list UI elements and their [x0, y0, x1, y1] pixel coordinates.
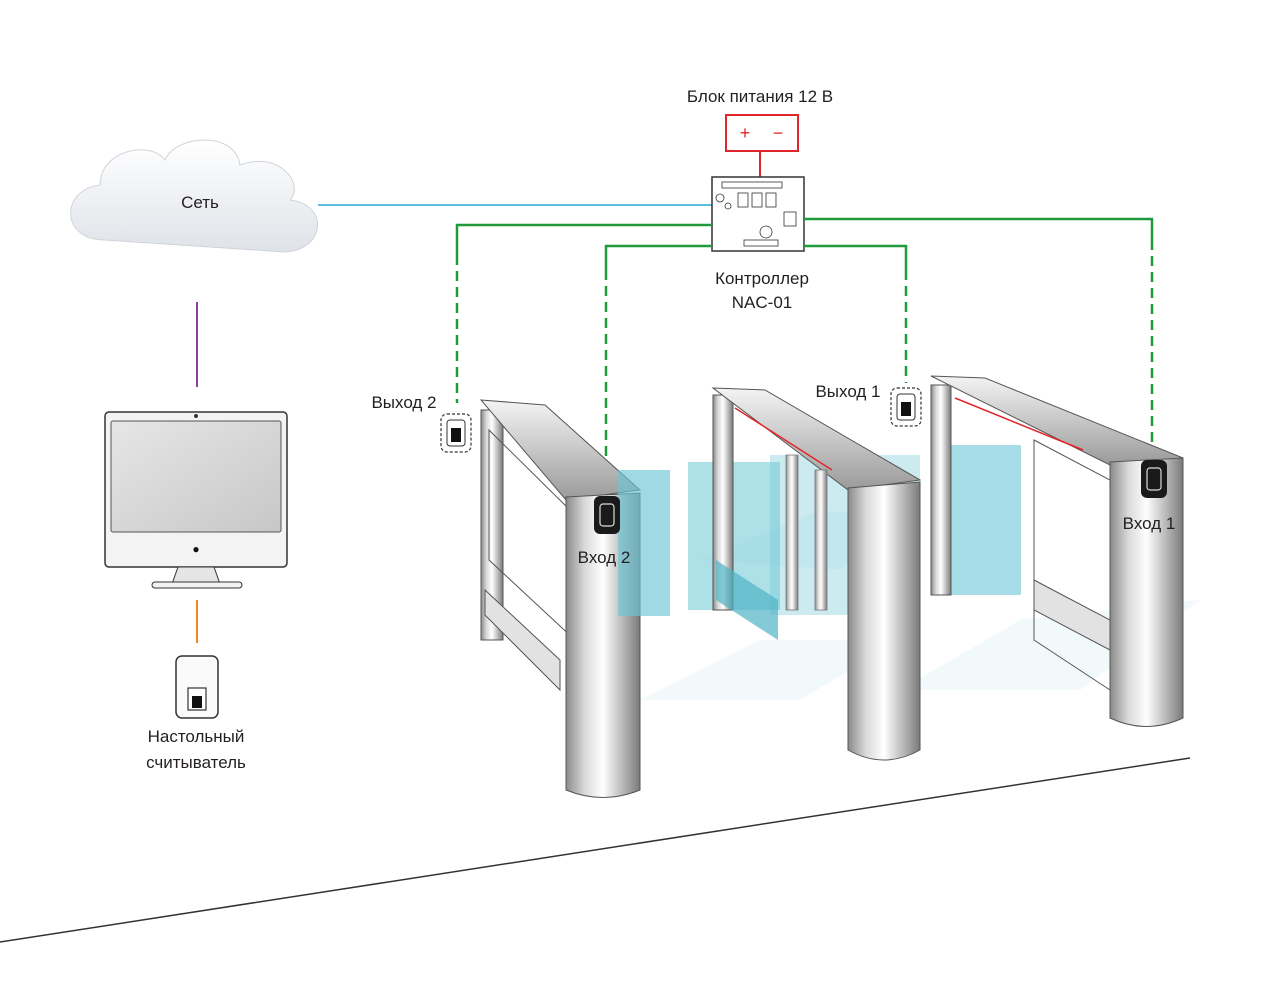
plus-icon: +	[740, 123, 751, 143]
network-cloud: Сеть	[70, 139, 318, 253]
minus-icon: −	[773, 123, 784, 143]
entry2-label: Вход 2	[578, 548, 631, 567]
exit1-reader	[890, 387, 922, 427]
desk-reader-label-line2: считыватель	[146, 753, 246, 772]
turnstile-right	[930, 375, 1184, 727]
power-supply: + −	[725, 114, 799, 152]
entry1-reader	[1141, 460, 1167, 498]
entry2-reader	[594, 496, 620, 534]
desk-reader: Настольный считыватель	[146, 655, 246, 772]
exit2-label: Выход 2	[371, 393, 436, 412]
exit2-reader	[440, 413, 472, 453]
turnstile-left	[479, 399, 670, 798]
controller-label-line1: Контроллер	[715, 269, 809, 288]
apple-logo-icon: ●	[192, 542, 199, 556]
turnstile-middle	[688, 387, 922, 761]
floor-line	[0, 757, 1191, 943]
controller-board	[711, 176, 805, 252]
desk-reader-label-line1: Настольный	[148, 727, 245, 746]
network-label: Сеть	[181, 193, 219, 212]
exit1-label: Выход 1	[815, 382, 880, 401]
monitor: ●	[104, 411, 288, 589]
entry1-label: Вход 1	[1123, 514, 1176, 533]
controller-label-line2: NAC-01	[732, 293, 792, 312]
reader-lines	[455, 217, 1154, 495]
power-supply-label: Блок питания 12 В	[687, 87, 833, 106]
